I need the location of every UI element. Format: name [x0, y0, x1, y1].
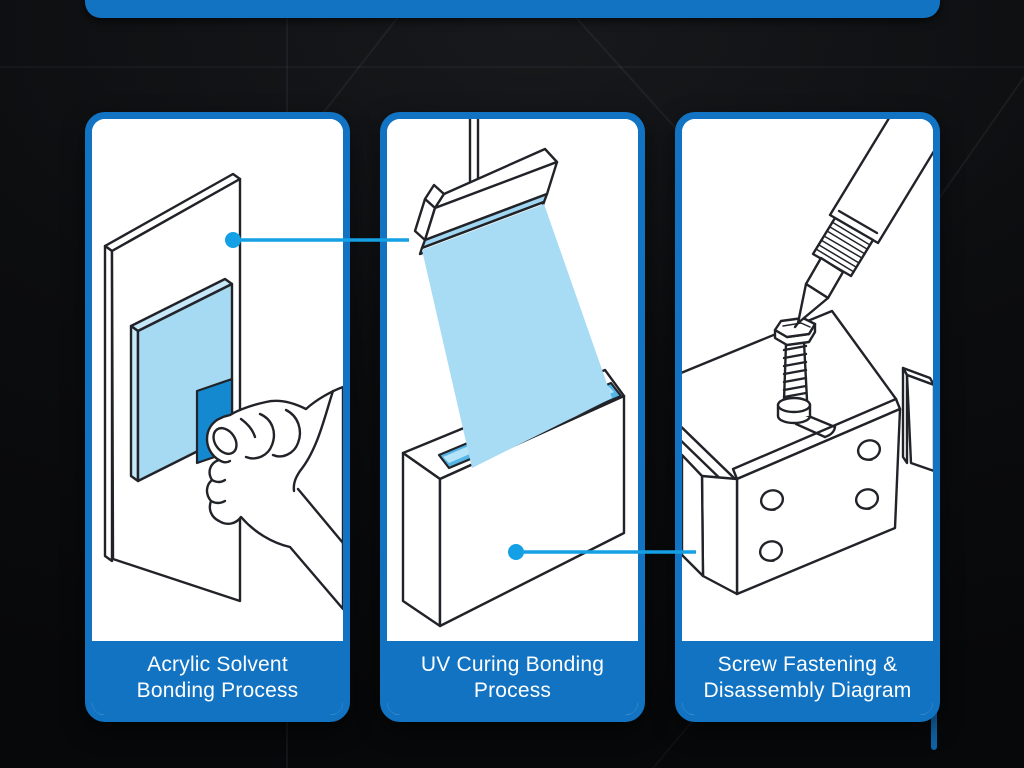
hand-pressing-acrylic-sheets-illustration — [103, 172, 343, 611]
caption-line: Screw Fastening & — [717, 653, 898, 676]
caption-line: Disassembly Diagram — [703, 679, 912, 702]
caption-line: UV Curing Bonding — [420, 653, 605, 676]
curled-finger — [244, 412, 276, 460]
panel-uv-curing-bonding: UV Curing Bonding Process — [380, 112, 645, 722]
tool-tip — [796, 282, 830, 325]
uv-light-beam — [422, 204, 612, 468]
uv-lamp-curing-case-illustration — [401, 119, 626, 628]
bolt-threads — [782, 344, 808, 399]
background-streak — [931, 11, 1024, 209]
background-seam-horizontal — [0, 66, 1024, 68]
panel-screw-fastening: Screw Fastening & Disassembly Diagram — [675, 112, 940, 722]
caption-line: Bonding Process — [136, 679, 299, 702]
screwdriver-tool — [793, 119, 933, 329]
thumb-nail — [212, 426, 238, 456]
panel-2-caption: UV Curing Bonding Process — [387, 641, 638, 715]
panel-3-artwork — [682, 119, 933, 641]
washer-boss — [776, 396, 812, 425]
panel-2-artwork — [387, 119, 638, 641]
panel-acrylic-solvent-bonding: Acrylic Solvent Bonding Process — [85, 112, 350, 722]
panel-3-caption: Screw Fastening & Disassembly Diagram — [682, 641, 933, 715]
caption-line: Process — [473, 679, 552, 702]
bracket-back-plate — [901, 366, 933, 472]
curled-finger — [271, 408, 302, 458]
blue-drip-decoration — [931, 708, 937, 750]
driver-bolt-bracket-illustration — [682, 119, 933, 596]
bracket-holed-plate — [682, 397, 902, 596]
hand — [205, 385, 343, 611]
bolt-holes — [758, 439, 882, 562]
panel-1-artwork — [92, 119, 343, 641]
panel-1-caption: Acrylic Solvent Bonding Process — [92, 641, 343, 715]
caption-line: Acrylic Solvent — [147, 653, 288, 676]
hex-bolt — [773, 316, 817, 402]
title-bar — [85, 0, 940, 18]
